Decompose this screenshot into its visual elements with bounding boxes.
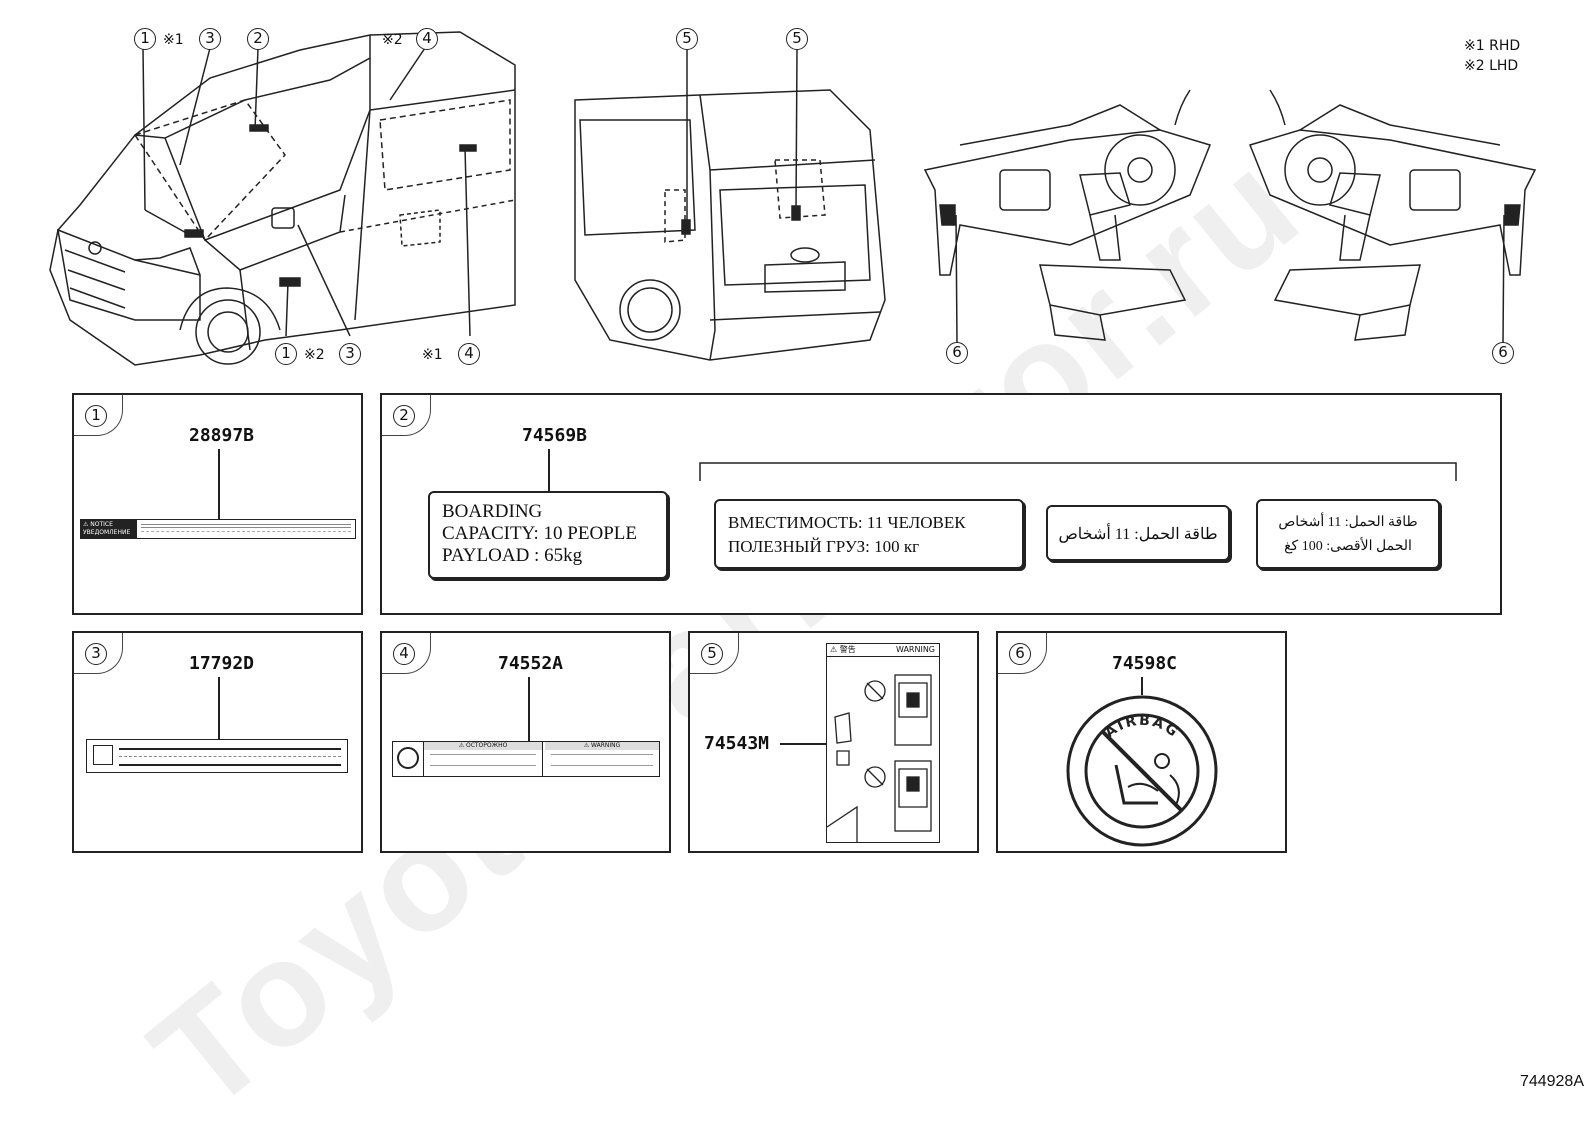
no-entry-icon bbox=[397, 747, 419, 769]
sliding-door-warning-pictogram bbox=[826, 674, 932, 843]
capacity-en-line3-value: : 65kg bbox=[534, 545, 583, 566]
panel-1-number: 1 bbox=[85, 405, 107, 427]
panel-6-number: 6 bbox=[1009, 643, 1031, 665]
leader-line bbox=[548, 449, 550, 493]
callout-lhd-mark: ※2 bbox=[304, 347, 325, 363]
info-label-lines bbox=[119, 764, 341, 766]
figure-id: 744928A bbox=[1519, 1073, 1584, 1090]
airbag-disc: AIRBAG bbox=[1066, 695, 1218, 847]
panel-5: 5 74543M ⚠ 警告 WARNING bbox=[688, 631, 979, 853]
callout-lhd-mark: ※2 bbox=[382, 32, 403, 48]
note-lhd: ※2 LHD bbox=[1464, 58, 1519, 74]
info-label bbox=[86, 739, 348, 773]
warning-label: ⚠ ОСТОРОЖНО ⚠ WARNING bbox=[392, 741, 660, 777]
notice-label-text: ⚠ NOTICE bbox=[83, 521, 113, 528]
capacity-en-line2-value: : 10 PEOPLE bbox=[533, 523, 637, 544]
capacity-ar1-line1: طاقة الحمل: 11 أشخاص bbox=[1058, 526, 1218, 543]
part-number-17792D: 17792D bbox=[189, 653, 255, 674]
panel-6: 6 74598C AIRBAG bbox=[996, 631, 1287, 853]
notice-label-text: УВЕДОМЛЕНИЕ bbox=[83, 529, 131, 536]
capacity-en-line3-key: PAYLOAD bbox=[442, 545, 530, 566]
diagram-canvas: ToyotaCarMirror.ru bbox=[49, 28, 1584, 1142]
warning-label-body bbox=[430, 754, 536, 766]
callout-4-bottom: 4 bbox=[458, 343, 480, 365]
sliding-door-warning-header: ⚠ 警告 WARNING bbox=[827, 644, 939, 657]
panel-3: 3 17792D bbox=[72, 631, 363, 853]
warning-label-left: ⚠ ОСТОРОЖНО bbox=[423, 742, 543, 776]
warning-header-en: WARNING bbox=[895, 645, 935, 654]
capacity-ar2-line2: الحمل الأقصى: 100 كغ bbox=[1284, 539, 1412, 554]
part-number-74552A: 74552A bbox=[498, 653, 564, 674]
capacity-ru-line1: ВМЕСТИМОСТЬ: 11 ЧЕЛОВЕК bbox=[728, 513, 966, 532]
panel-4: 4 74552A ⚠ ОСТОРОЖНО ⚠ WARNING bbox=[380, 631, 671, 853]
leader-line bbox=[218, 677, 220, 739]
callout-3-top: 3 bbox=[199, 28, 221, 50]
callout-5-left: 5 bbox=[676, 28, 698, 50]
callout-4-top: 4 bbox=[416, 28, 438, 50]
dashboard-lhd-view bbox=[1248, 89, 1537, 344]
callout-2-top: 2 bbox=[247, 28, 269, 50]
warning-header-jp: ⚠ 警告 bbox=[830, 645, 856, 654]
leader-line bbox=[528, 677, 530, 741]
dashboard-rhd-view bbox=[923, 89, 1212, 344]
info-label-icon bbox=[93, 745, 113, 765]
panel-3-number: 3 bbox=[85, 643, 107, 665]
notice-label-lines bbox=[141, 524, 351, 528]
capacity-ar2-line1: طاقة الحمل: 11 أشخاص bbox=[1278, 515, 1418, 530]
bracket bbox=[699, 462, 1457, 481]
warning-label-header: ⚠ ОСТОРОЖНО bbox=[424, 742, 542, 750]
callout-1-bottom: 1 bbox=[275, 343, 297, 365]
callout-6-right: 6 bbox=[1492, 342, 1514, 364]
airbag-text: AIRBAG bbox=[1102, 713, 1180, 742]
capacity-ru-line2: ПОЛЕЗНЫЙ ГРУЗ: 100 кг bbox=[728, 537, 920, 556]
panel-2: 2 74569B BOARDING CAPACITY: 10 PEOPLE PA… bbox=[380, 393, 1502, 615]
callout-rhd-mark: ※1 bbox=[422, 347, 443, 363]
info-label-lines bbox=[119, 748, 341, 750]
leader-line bbox=[780, 743, 826, 745]
van-front-view bbox=[49, 31, 516, 366]
warning-label-right: ⚠ WARNING bbox=[545, 742, 659, 776]
capacity-en-line1: BOARDING bbox=[442, 501, 543, 522]
capacity-en-line3: PAYLOAD : 65kg bbox=[442, 545, 666, 567]
callout-3-bottom: 3 bbox=[339, 343, 361, 365]
notice-label-lines bbox=[141, 531, 351, 533]
capacity-label-en: BOARDING CAPACITY: 10 PEOPLE PAYLOAD : 6… bbox=[428, 491, 668, 579]
note-rhd: ※1 RHD bbox=[1464, 38, 1521, 54]
panel-4-number: 4 bbox=[393, 643, 415, 665]
part-number-74569B: 74569B bbox=[522, 425, 588, 446]
notice-label: ⚠ NOTICE УВЕДОМЛЕНИЕ bbox=[80, 519, 356, 539]
part-number-28897B: 28897B bbox=[189, 425, 255, 446]
capacity-en-line2-key: CAPACITY bbox=[442, 523, 534, 544]
part-number-74598C: 74598C bbox=[1112, 653, 1178, 674]
leader-line bbox=[1141, 677, 1143, 695]
panel-1: 1 28897B ⚠ NOTICE УВЕДОМЛЕНИЕ bbox=[72, 393, 363, 615]
callout-1-top: 1 bbox=[134, 28, 156, 50]
capacity-label-ar2: طاقة الحمل: 11 أشخاص الحمل الأقصى: 100 ك… bbox=[1256, 499, 1440, 569]
capacity-label-ar1: طاقة الحمل: 11 أشخاص bbox=[1046, 505, 1230, 561]
notice-label-header: ⚠ NOTICE УВЕДОМЛЕНИЕ bbox=[81, 520, 137, 538]
callout-rhd-mark: ※1 bbox=[163, 32, 184, 48]
callout-5-right: 5 bbox=[786, 28, 808, 50]
svg-text:AIRBAG: AIRBAG bbox=[1102, 713, 1182, 742]
sliding-door-warning-label: ⚠ 警告 WARNING bbox=[826, 643, 940, 843]
warning-label-header: ⚠ WARNING bbox=[545, 742, 659, 750]
leader-line bbox=[218, 449, 220, 521]
panel-5-number: 5 bbox=[701, 643, 723, 665]
capacity-en-line2: CAPACITY: 10 PEOPLE bbox=[442, 523, 666, 545]
info-label-lines bbox=[119, 756, 341, 757]
callout-6-left: 6 bbox=[946, 342, 968, 364]
part-number-74543M: 74543M bbox=[704, 733, 770, 754]
panel-2-number: 2 bbox=[393, 405, 415, 427]
van-rear-view bbox=[574, 49, 886, 361]
warning-label-body bbox=[551, 754, 653, 766]
capacity-label-ru: ВМЕСТИМОСТЬ: 11 ЧЕЛОВЕК ПОЛЕЗНЫЙ ГРУЗ: 1… bbox=[714, 499, 1024, 569]
